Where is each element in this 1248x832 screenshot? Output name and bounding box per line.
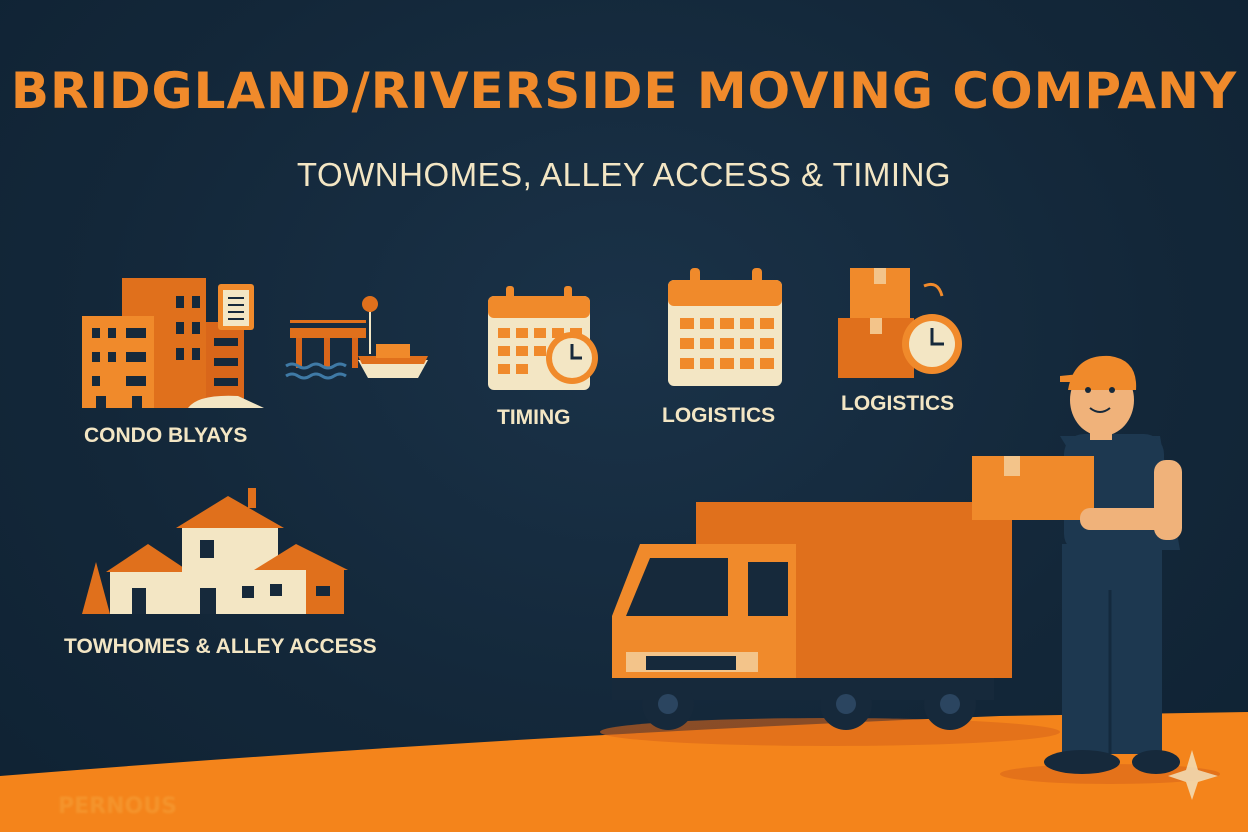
feature-label-townhomes: TOWHOMES & ALLEY ACCESS bbox=[64, 635, 377, 658]
condo-buildings-icon bbox=[82, 278, 264, 408]
feature-label-condo: CONDO BLYAYS bbox=[84, 424, 248, 447]
pier-boat-icon bbox=[285, 296, 428, 380]
moving-truck bbox=[612, 502, 1012, 730]
feature-label-timing: TIMING bbox=[497, 406, 571, 429]
page-subtitle: TOWNHOMES, ALLEY ACCESS & TIMING bbox=[296, 156, 952, 193]
page-title: BRIDGLAND/RIVERSIDE MOVING COMPANY bbox=[10, 62, 1238, 120]
mover-person bbox=[972, 355, 1182, 774]
boxes-clock-icon bbox=[838, 268, 962, 378]
watermark: PERNOUS bbox=[58, 794, 177, 819]
sparkle-icon bbox=[1168, 750, 1218, 800]
townhomes-icon bbox=[82, 488, 348, 614]
feature-label-logistics-2: LOGISTICS bbox=[841, 392, 955, 415]
feature-label-logistics-1: LOGISTICS bbox=[662, 404, 776, 427]
calendar-icon bbox=[668, 268, 782, 386]
calendar-clock-icon bbox=[488, 286, 598, 390]
